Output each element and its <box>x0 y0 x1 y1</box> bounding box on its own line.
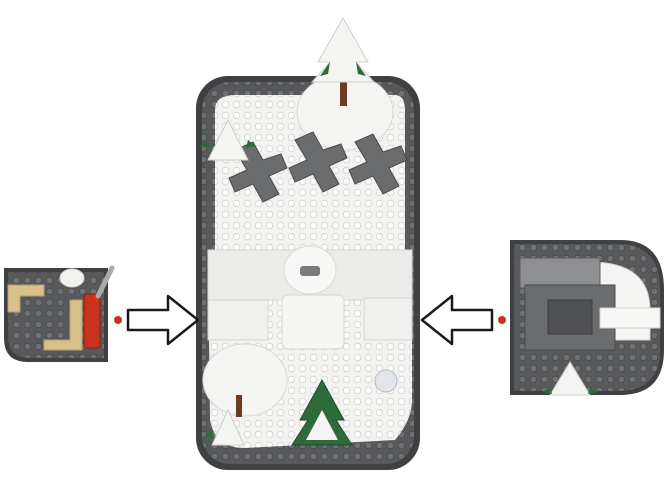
center-grey-plate <box>300 266 320 276</box>
right-hearth <box>547 299 593 335</box>
center-base <box>196 16 420 470</box>
snow-tile-center <box>281 294 345 350</box>
stone-cross-2 <box>288 131 348 193</box>
left-connector-pin <box>114 316 122 324</box>
snow-tile-left <box>207 299 269 341</box>
left-snow-cap <box>59 268 85 288</box>
arrow-right-icon <box>126 294 200 346</box>
right-snow-tile <box>599 307 661 329</box>
clear-stud <box>374 369 398 393</box>
right-grey-wall <box>519 257 601 289</box>
left-module <box>4 265 122 362</box>
tan-path-right <box>43 299 83 351</box>
tan-path-top <box>7 284 45 313</box>
campfire <box>83 293 101 349</box>
pine-tree-icon <box>542 361 598 396</box>
pine-tree-icon <box>200 118 256 161</box>
pine-tree-icon <box>291 378 353 446</box>
right-connector-pin <box>498 316 506 324</box>
tool-handle <box>95 265 115 299</box>
snow-mound-bottom-left <box>202 343 288 417</box>
arrow-left-icon <box>420 294 494 346</box>
stone-crosses <box>228 131 408 203</box>
pine-tree-icon <box>310 16 376 106</box>
stone-cross-3 <box>348 133 408 195</box>
right-module <box>498 240 664 396</box>
pine-tree-icon <box>204 395 245 446</box>
snow-tile-right <box>363 297 413 341</box>
